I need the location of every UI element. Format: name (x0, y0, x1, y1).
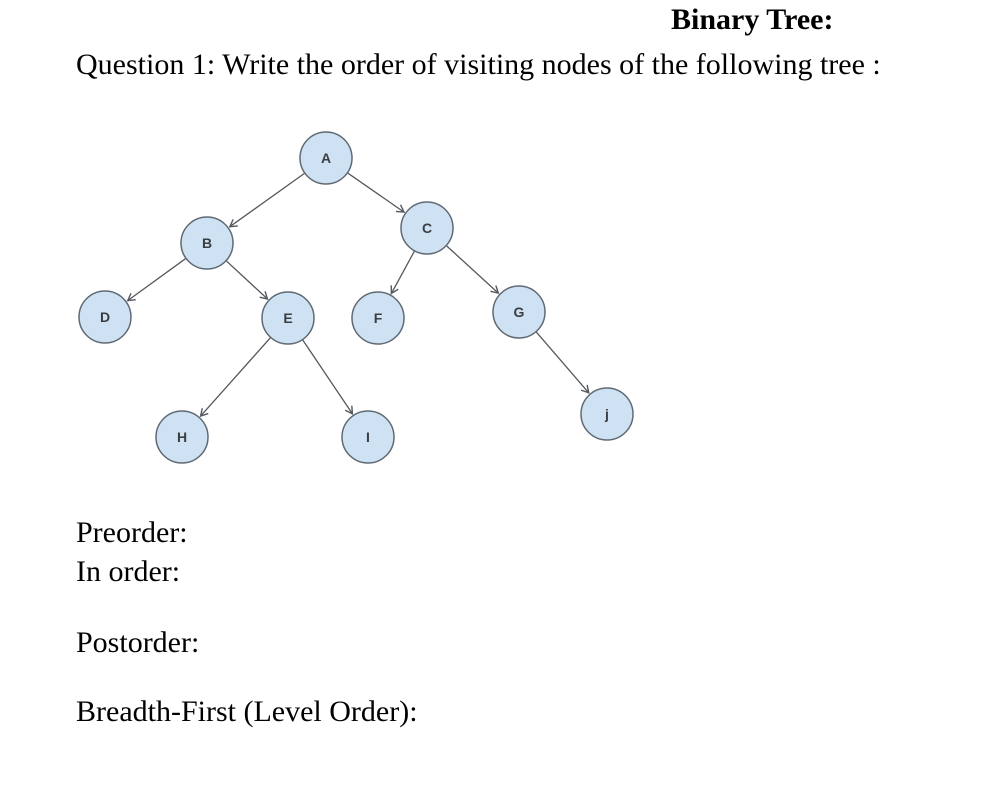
tree-edge-C-G (445, 245, 500, 295)
tree-node-label-I: I (366, 429, 370, 445)
tree-node-label-G: G (514, 304, 525, 320)
answer-label-postorder: Postorder: (76, 626, 200, 659)
tree-node-E (261, 291, 315, 345)
tree-node-C (400, 201, 454, 255)
page-title: Binary Tree: (671, 3, 834, 36)
tree-edge-C-F (390, 250, 416, 295)
tree-node-label-j: j (604, 406, 609, 422)
tree-node-D (78, 290, 132, 344)
tree-node-A (299, 131, 353, 185)
tree-edge-E-I (301, 339, 354, 415)
tree-node-label-F: F (374, 310, 383, 326)
tree-node-label-E: E (283, 310, 292, 326)
answer-label-inorder: In order: (76, 555, 181, 588)
tree-node-label-D: D (100, 309, 110, 325)
tree-node-F (351, 291, 405, 345)
question-text: Question 1: Write the order of visiting … (76, 48, 881, 81)
answer-label-preorder: Preorder: (76, 516, 188, 549)
answer-label-breadth-first: Breadth-First (Level Order): (76, 695, 418, 728)
tree-edge-B-D (126, 257, 187, 302)
tree-node-label-B: B (202, 235, 212, 251)
tree-edge-E-H (199, 336, 272, 418)
tree-edge-A-C (347, 172, 406, 213)
tree-node-label-A: A (321, 150, 331, 166)
tree-edge-G-j (535, 331, 590, 394)
tree-node-I (341, 410, 395, 464)
tree-node-H (155, 410, 209, 464)
tree-edge-A-B (228, 172, 306, 228)
tree-node-B (180, 216, 234, 270)
tree-node-label-C: C (422, 220, 432, 236)
tree-node-G (492, 285, 546, 339)
tree-node-j (580, 387, 634, 441)
tree-edge-B-E (225, 260, 269, 300)
tree-node-label-H: H (177, 429, 187, 445)
